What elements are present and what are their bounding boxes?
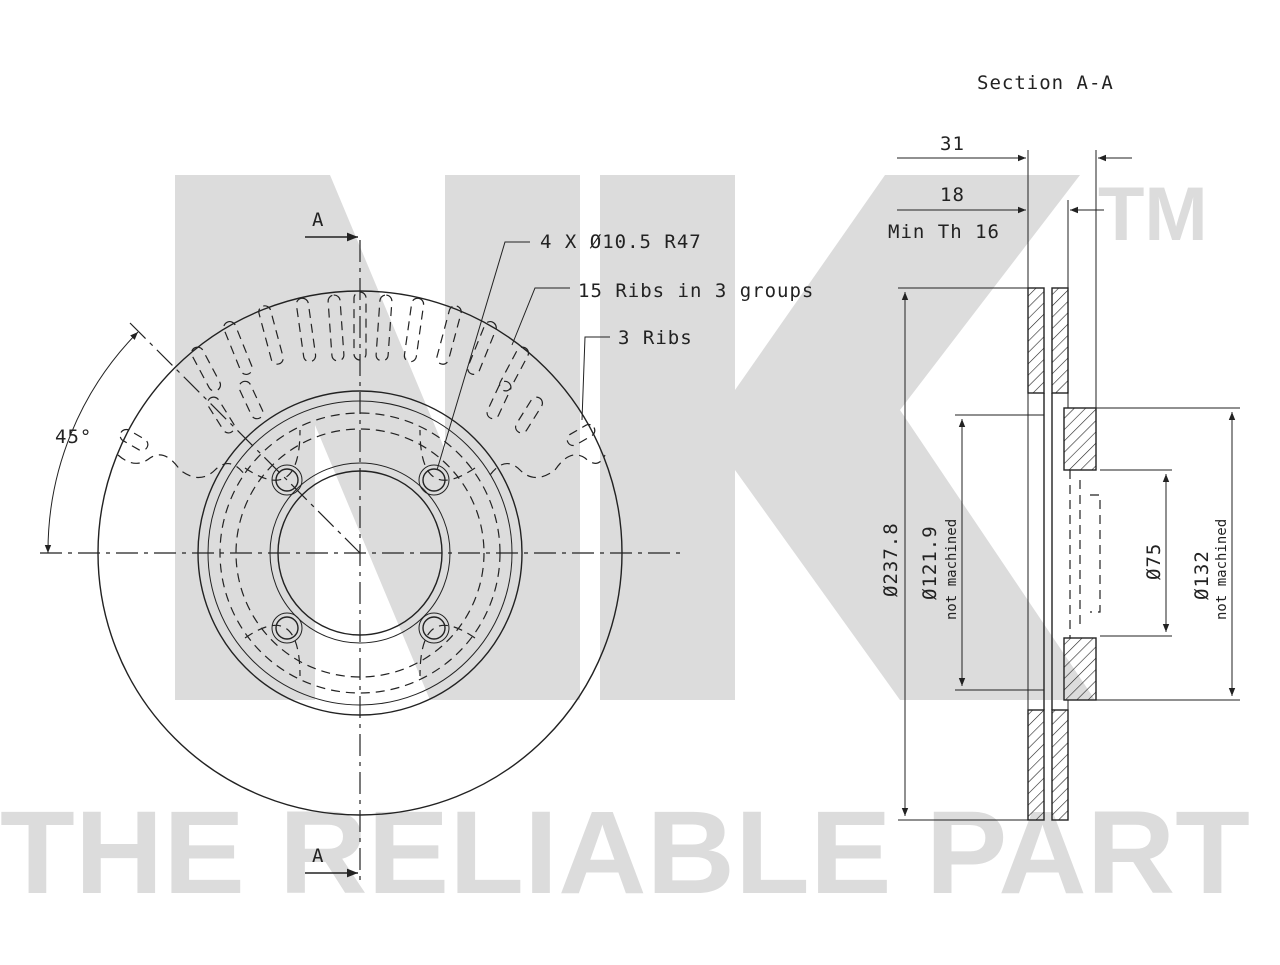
disc-front-view: 45° A A 4 X Ø10.5 R47 15 Ribs in 3 group… [40,209,814,880]
angle-arc [44,331,139,554]
ribs-leader [581,336,610,421]
inner-diameter: Ø121.9 [919,525,941,600]
inner-thickness-value: 18 [940,184,965,206]
section-marker-bottom: A [312,845,324,867]
disc-section-view: Section A-A 31 18 Min Th 16 Ø237.8 [880,72,1240,821]
ribs-groups-leader [511,287,570,346]
nk-logo-watermark: TM [175,172,1208,700]
hub-not-machined: not machined [1214,519,1230,620]
angle-label: 45° [55,426,92,448]
outer-diameter: Ø237.8 [880,522,902,597]
bolt-holes [271,464,450,644]
section-title: Section A-A [977,72,1114,94]
hub-bore-diameter: Ø75 [1143,543,1165,580]
inner-not-machined: not machined [944,519,960,620]
trademark-label: TM [1098,172,1208,257]
diagonal-centerline [129,322,361,554]
holes-leader [436,241,530,471]
section-marker-top: A [312,209,324,231]
web-lines [1043,393,1053,710]
ribs-label: 3 Ribs [618,327,693,349]
thickness-value: 31 [940,133,965,155]
holes-label: 4 X Ø10.5 R47 [540,231,702,253]
break-line-left [117,454,246,479]
ribs-groups-label: 15 Ribs in 3 groups [578,280,814,302]
hub-hidden-lines [1069,470,1101,638]
min-thickness-label: Min Th 16 [888,221,1000,243]
hub-diameter: Ø132 [1191,550,1213,600]
hub-dashed-inner [235,428,485,678]
